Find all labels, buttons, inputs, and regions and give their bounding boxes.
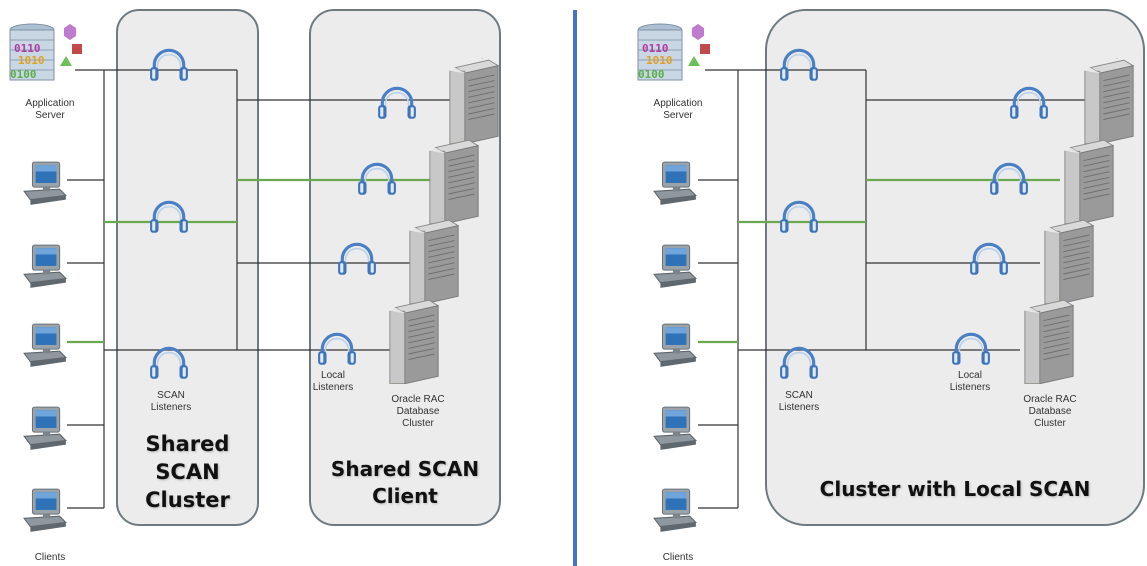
client-computer-icon — [653, 323, 697, 368]
left-app-server-label: Application Server — [25, 98, 75, 121]
left-db-cluster-label: Oracle RAC Database Cluster — [391, 394, 445, 429]
application-server-icon — [9, 23, 83, 82]
right-scan-listeners-label: SCAN Listeners — [778, 390, 820, 413]
client-computer-icon — [653, 244, 697, 289]
client-computer-icon — [23, 488, 67, 533]
left-clients-label: Clients — [34, 552, 66, 563]
cluster-local-scan-title: Cluster with Local SCAN — [819, 477, 1091, 501]
left-active-lines — [67, 178, 430, 344]
right-active-lines — [698, 178, 1060, 344]
right-clients-label: Clients — [662, 552, 694, 563]
client-computer-icon — [23, 323, 67, 368]
right-local-listeners-label: Local Listeners — [949, 370, 991, 393]
right-db-cluster-label: Oracle RAC Database Cluster — [1023, 394, 1077, 429]
shared-scan-client-title: Shared SCAN Client — [330, 457, 480, 508]
left-connection-lines — [67, 69, 450, 509]
client-computer-icon — [23, 244, 67, 289]
right-app-server-label: Application Server — [653, 98, 703, 121]
client-computer-icon — [653, 161, 697, 206]
right-panel — [637, 9, 1145, 533]
application-server-icon — [637, 23, 711, 82]
cluster-local-scan-box — [765, 9, 1145, 526]
left-local-listeners-label: Local Listeners — [312, 370, 354, 393]
client-computer-icon — [653, 488, 697, 533]
client-computer-icon — [23, 406, 67, 451]
shared-scan-cluster-title: Shared SCAN Cluster — [145, 432, 230, 512]
left-panel — [9, 9, 501, 533]
client-computer-icon — [653, 406, 697, 451]
left-scan-listeners-label: SCAN Listeners — [150, 390, 192, 413]
shared-scan-cluster-box — [116, 9, 259, 526]
client-computer-icon — [23, 161, 67, 206]
